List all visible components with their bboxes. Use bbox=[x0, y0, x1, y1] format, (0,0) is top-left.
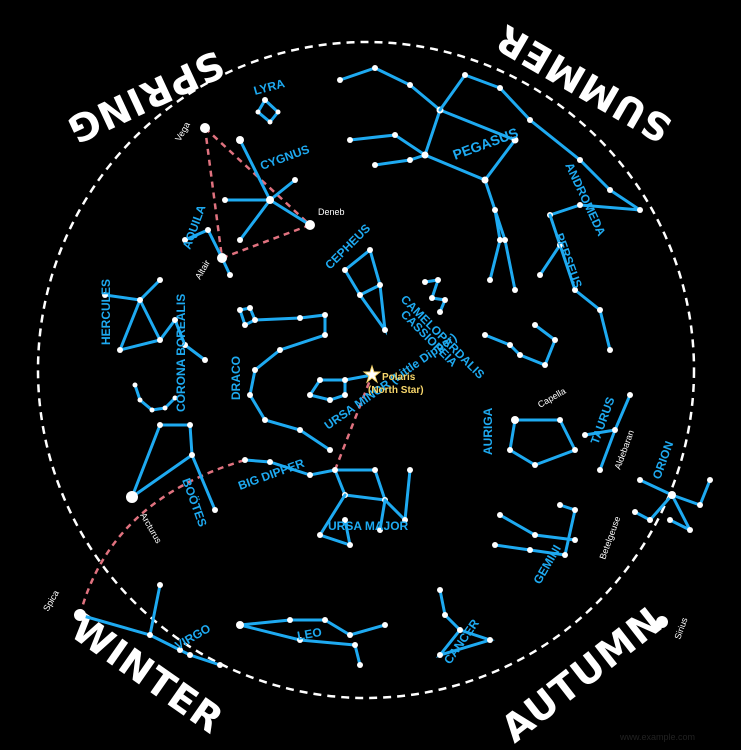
season-spring: SPRING bbox=[60, 41, 231, 152]
pointer-to-polaris-guide bbox=[333, 374, 374, 471]
label-cygnus: CYGNUS bbox=[258, 142, 311, 173]
constellation-hercules bbox=[102, 277, 208, 363]
watermark: www.example.com bbox=[619, 732, 695, 742]
constellation-cygnus bbox=[222, 136, 312, 243]
constellation-perseus bbox=[537, 213, 613, 353]
star-spica bbox=[74, 609, 86, 621]
constellation-aquila bbox=[182, 227, 233, 278]
constellation-pegasus bbox=[337, 65, 519, 293]
star-altair bbox=[217, 253, 227, 263]
constellation-leo bbox=[236, 617, 388, 668]
constellation-canis-major bbox=[435, 587, 495, 658]
label-cancer: CANCER bbox=[441, 616, 482, 666]
constellation-virgo bbox=[78, 582, 223, 668]
label-arcturus: Arcturus bbox=[138, 511, 164, 545]
season-autumn: AUTUMN bbox=[493, 598, 671, 750]
label-polaris-sub: (North Star) bbox=[368, 385, 424, 396]
label-betelgeuse: Betelgeuse bbox=[597, 515, 622, 561]
constellation-cassiopeia bbox=[482, 322, 558, 368]
label-deneb: Deneb bbox=[318, 207, 345, 217]
label-polaris: Polaris bbox=[382, 372, 416, 383]
label-aldebaran: Aldebaran bbox=[612, 429, 635, 471]
constellation-ursa-major bbox=[317, 467, 413, 548]
label-bootes: BOÖTES bbox=[179, 476, 210, 529]
constellation-draco bbox=[237, 305, 333, 453]
constellation-orion bbox=[632, 477, 713, 533]
constellation-taurus bbox=[582, 392, 633, 473]
arc-to-arcturus-guide bbox=[78, 458, 246, 616]
label-draco: DRACO bbox=[229, 356, 243, 400]
label-orion: ORION bbox=[650, 439, 677, 481]
label-ursa-major: URSA MAJOR bbox=[328, 519, 409, 533]
label-spica: Spica bbox=[41, 589, 61, 613]
constellation-lyra bbox=[255, 97, 281, 125]
constellation-cassiopeia-small bbox=[422, 277, 448, 315]
star-arcturus bbox=[126, 491, 138, 503]
label-leo: LEO bbox=[296, 625, 323, 643]
constellation-auriga bbox=[507, 416, 578, 468]
label-hercules: HERCULES bbox=[99, 279, 113, 345]
label-perseus: PERSEUS bbox=[552, 231, 585, 290]
horizon-circle bbox=[36, 40, 696, 700]
polaris-star bbox=[362, 364, 382, 384]
constellation-cepheus bbox=[342, 247, 388, 336]
label-sirius: Sirius bbox=[672, 616, 689, 641]
label-aquila: AQUILA bbox=[180, 203, 209, 251]
star-sirius bbox=[656, 616, 668, 628]
label-vega: Vega bbox=[173, 120, 192, 143]
label-cepheus: CEPHEUS bbox=[322, 221, 373, 272]
label-capella: Capella bbox=[536, 386, 567, 410]
label-corona-borealis: CORONA BOREALIS bbox=[174, 294, 188, 412]
constellation-gemini bbox=[492, 502, 578, 558]
constellation-corona-borealis bbox=[132, 382, 178, 413]
label-virgo: VIRGO bbox=[173, 621, 213, 652]
star-deneb bbox=[305, 220, 315, 230]
label-altair: Altair bbox=[193, 258, 212, 281]
constellation-bootes bbox=[130, 422, 218, 513]
constellation-ursa-minor bbox=[307, 373, 374, 403]
label-auriga: AURIGA bbox=[481, 407, 495, 455]
label-gemini: GEMINI bbox=[530, 543, 563, 587]
label-lyra: LYRA bbox=[252, 76, 286, 98]
star-vega bbox=[200, 123, 210, 133]
label-andromeda: ANDROMEDA bbox=[562, 160, 608, 238]
label-pegasus: PEGASUS bbox=[451, 124, 521, 162]
